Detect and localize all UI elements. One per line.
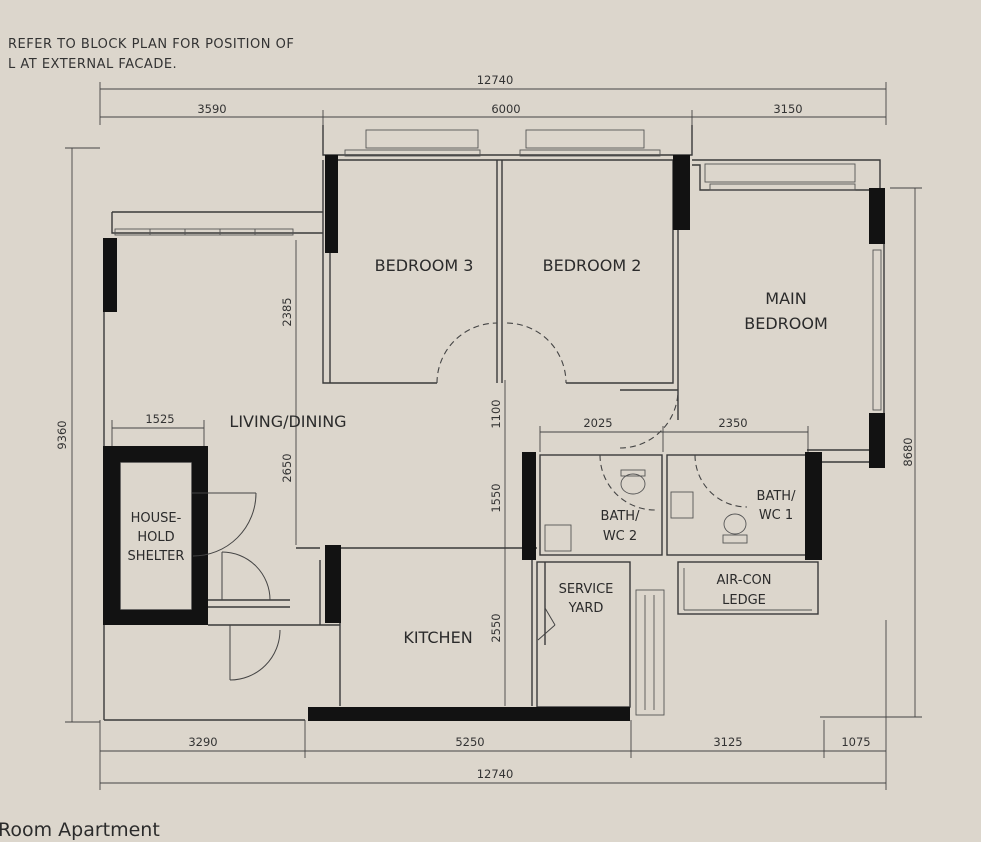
room-household-shelter-line-3: SHELTER (128, 549, 185, 564)
basin-icon (670, 491, 694, 519)
dim-bottom-4: 1075 (841, 735, 870, 749)
room-service-yard-line-2: YARD (568, 601, 604, 616)
room-aircon-ledge-line-2: LEDGE (722, 593, 766, 608)
dim-bath-h: 1550 (489, 483, 503, 512)
dim-bottom-2: 5250 (455, 735, 484, 749)
dim-bottom-3: 3125 (713, 735, 742, 749)
dim-bottom-total: 12740 (477, 767, 514, 781)
dim-bath2-width: 2025 (583, 416, 612, 430)
structural-columns (103, 155, 885, 721)
dim-top-left: 3590 (197, 102, 226, 116)
dim-bottom-1: 3290 (188, 735, 217, 749)
dim-shelter-width: 1525 (145, 412, 174, 426)
dim-living-h1: 2385 (280, 297, 294, 326)
room-household-shelter-line-1: HOUSE- (131, 511, 182, 526)
dimension-lines (65, 82, 922, 790)
room-bath-wc-2-line-1: BATH/ (601, 509, 641, 524)
room-bedroom-2: BEDROOM 2 (543, 256, 642, 275)
dim-living-h2: 2650 (280, 453, 294, 482)
dim-bath1-width: 2350 (718, 416, 747, 430)
windows (114, 129, 856, 236)
room-aircon-ledge-line-1: AIR-CON (717, 573, 772, 588)
dim-kitchen-h: 2550 (489, 613, 503, 642)
room-bath-wc-2-line-2: WC 2 (603, 529, 637, 544)
toilet-icon (723, 513, 747, 535)
dim-top-mid: 6000 (491, 102, 520, 116)
room-main-bedroom-line-2: BEDROOM (744, 314, 828, 333)
room-living-dining: LIVING/DINING (229, 412, 346, 431)
room-bedroom-3: BEDROOM 3 (375, 256, 474, 275)
note-line-2: L AT EXTERNAL FACADE. (8, 57, 177, 72)
note-line-1: REFER TO BLOCK PLAN FOR POSITION OF (8, 37, 294, 52)
dim-left-height: 9360 (55, 420, 69, 449)
dim-top-right: 3150 (773, 102, 802, 116)
dim-top-total: 12740 (477, 73, 514, 87)
doors (192, 322, 748, 681)
basin-icon (544, 524, 572, 552)
room-kitchen: KITCHEN (403, 628, 472, 647)
room-bath-wc-1-line-1: BATH/ (757, 489, 797, 504)
toilet-icon (620, 473, 646, 495)
room-service-yard-line-1: SERVICE (559, 582, 614, 597)
plan-title: Room Apartment (0, 819, 160, 841)
room-household-shelter-line-2: HOLD (137, 530, 174, 545)
room-bath-wc-1-line-2: WC 1 (759, 508, 793, 523)
dim-right-height: 8680 (901, 437, 915, 466)
dim-corridor-h: 1100 (489, 399, 503, 428)
sanitary-fixtures (544, 469, 748, 552)
room-main-bedroom-line-1: MAIN (765, 289, 806, 308)
